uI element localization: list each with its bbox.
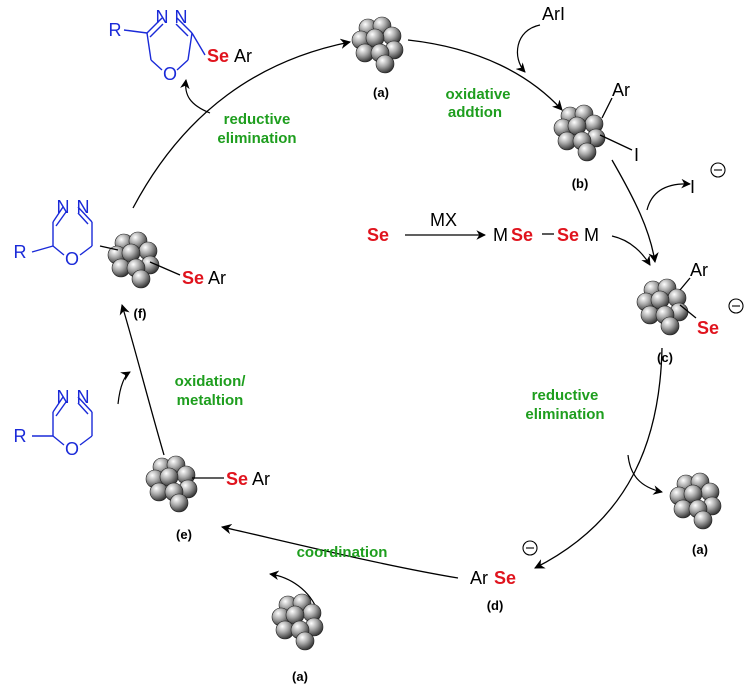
- label-a-bottom: (a): [292, 669, 308, 684]
- oxadiazole-product: N N O R: [109, 7, 206, 84]
- cluster-a-top: [351, 16, 404, 74]
- diselenide-se-left: Se: [511, 225, 533, 245]
- arrow-c-to-d: [534, 347, 663, 569]
- oxadiazole-substrate: N N O R: [14, 387, 93, 459]
- aryl-product: Ar: [234, 46, 252, 66]
- product-n2: N: [175, 7, 188, 27]
- step-oxidative-addition-line2: addtion: [448, 104, 502, 121]
- aryl-b: Ar: [612, 80, 630, 100]
- selenium-c: Se: [697, 318, 719, 338]
- cluster-a-bottom: [271, 593, 324, 651]
- diselenide-se-right: Se: [557, 225, 579, 245]
- step-reductive-elimination-top-line1: reductive: [224, 111, 291, 128]
- selenium-d: Se: [494, 568, 516, 588]
- aryl-e: Ar: [252, 469, 270, 489]
- aryl-iodide-reagent: ArI: [542, 4, 565, 24]
- label-b: (b): [572, 176, 589, 191]
- selenium-e: Se: [226, 469, 248, 489]
- mx-reagent: MX: [430, 210, 457, 230]
- arrow-d-to-e: [220, 523, 459, 579]
- step-reductive-elimination-right-line1: reductive: [532, 387, 599, 404]
- iodide-out-arrow: [646, 178, 691, 211]
- label-c: (c): [657, 350, 673, 365]
- selenium-f: Se: [182, 268, 204, 288]
- label-f: (f): [134, 306, 147, 321]
- cluster-b: [553, 104, 606, 162]
- f-n2: N: [77, 197, 90, 217]
- f-r: R: [14, 242, 27, 262]
- arrow-e-to-f: [119, 304, 165, 456]
- substrate-n1: N: [57, 387, 70, 407]
- cluster-a-right: [669, 472, 722, 530]
- cluster-e: [145, 455, 198, 513]
- step-reductive-elimination-right-line2: elimination: [525, 406, 604, 423]
- aryl-c: Ar: [690, 260, 708, 280]
- cluster-bonds: [99, 97, 697, 479]
- substrate-n2: N: [77, 387, 90, 407]
- label-e: (e): [176, 527, 192, 542]
- step-coordination: coordination: [297, 544, 388, 561]
- cycle-arrows: [119, 38, 663, 579]
- oxadiazole-f: N N O R: [14, 197, 93, 269]
- aryl-iodide-in-arrow: [515, 24, 541, 73]
- selenium-reagent: Se: [367, 225, 389, 245]
- arrow-a-to-b: [407, 39, 563, 111]
- label-a-right: (a): [692, 542, 708, 557]
- substrate-o: O: [65, 439, 79, 459]
- arrow-f-to-a: [132, 38, 352, 209]
- step-oxidative-addition-line1: oxidative: [445, 86, 510, 103]
- cluster-c: [636, 278, 689, 336]
- step-oxidation-metalation-line1: oxidation/: [175, 373, 247, 390]
- f-n1: N: [57, 197, 70, 217]
- m-right: M: [584, 225, 599, 245]
- selenium-product: Se: [207, 46, 229, 66]
- selenide-in-arrow: [611, 235, 651, 266]
- product-o: O: [163, 64, 177, 84]
- arrow-b-to-c: [611, 159, 659, 264]
- m-left: M: [493, 225, 508, 245]
- substrate-r: R: [14, 426, 27, 446]
- step-oxidation-metalation-line2: metaltion: [177, 392, 244, 409]
- product-r: R: [109, 20, 122, 40]
- aryl-d: Ar: [470, 568, 488, 588]
- cluster-f: [107, 231, 160, 289]
- iodo-b: I: [634, 145, 639, 165]
- step-reductive-elimination-top-line2: elimination: [217, 130, 296, 147]
- cluster-release-arrow: [627, 454, 663, 495]
- product-out-arrow: [180, 79, 211, 114]
- label-a-top: (a): [373, 85, 389, 100]
- label-d: (d): [487, 598, 504, 613]
- product-n1: N: [156, 7, 169, 27]
- oxadiazole-in-arrow: [117, 371, 131, 405]
- negative-charges: [522, 162, 744, 556]
- aryl-f: Ar: [208, 268, 226, 288]
- iodide-byproduct: I: [690, 177, 695, 197]
- f-o: O: [65, 249, 79, 269]
